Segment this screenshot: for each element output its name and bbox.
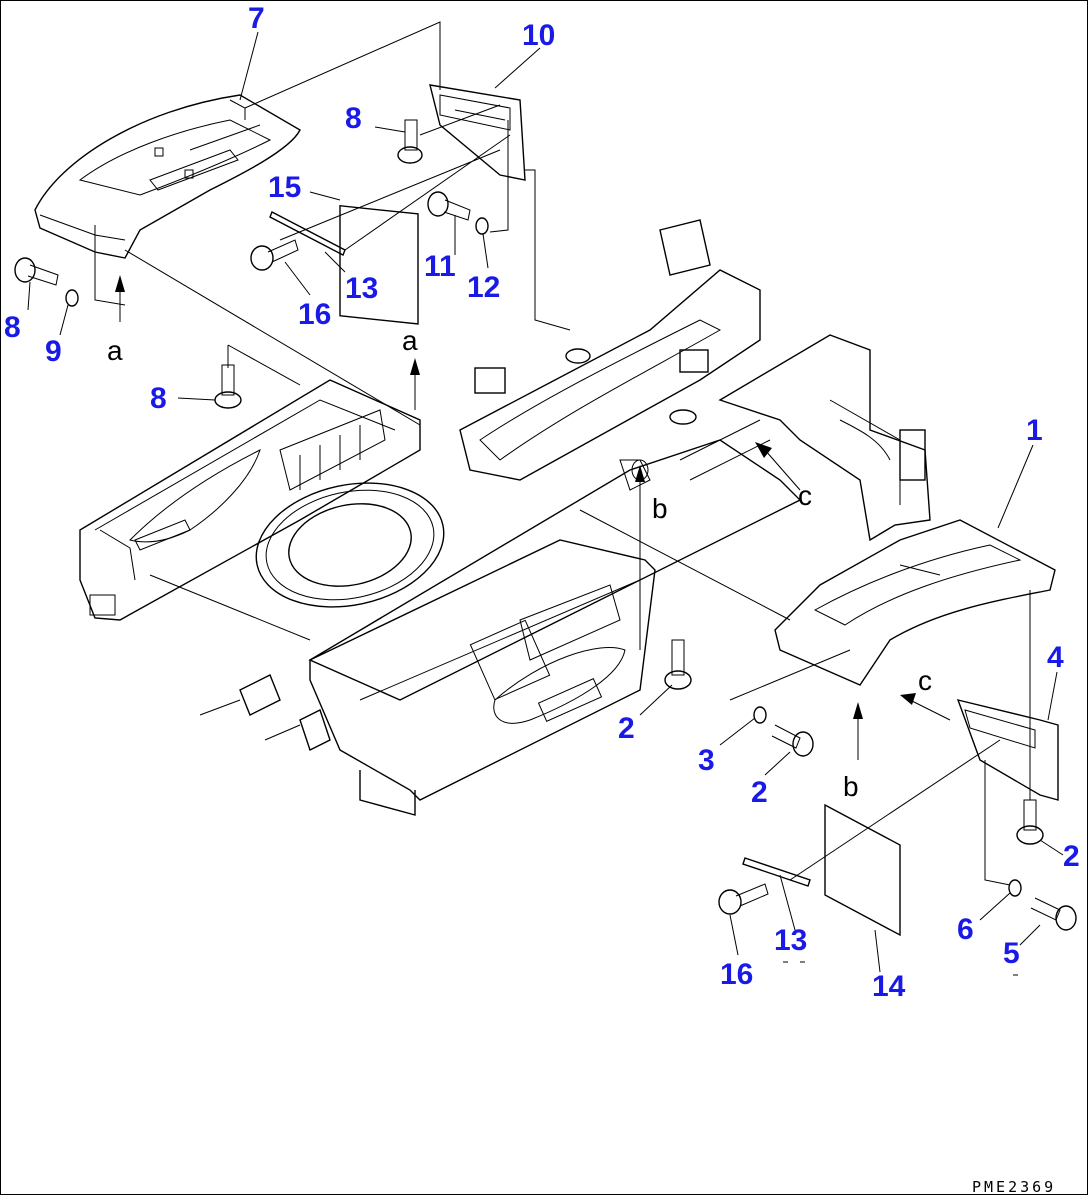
washer-part-9 bbox=[65, 289, 79, 307]
bolt-part-16-upper bbox=[250, 239, 299, 271]
view-letters: a a b b c c bbox=[107, 325, 932, 802]
part-label-14: 14 bbox=[872, 970, 906, 1003]
bolt-part-5 bbox=[1030, 897, 1077, 931]
part-label-8: 8 bbox=[4, 311, 21, 344]
part-label-8: 8 bbox=[150, 382, 167, 415]
bolt-part-8-upper bbox=[397, 119, 423, 164]
leader-lines bbox=[27, 31, 1064, 973]
part-label-16: 16 bbox=[720, 958, 753, 991]
bolt-part-8-mid bbox=[214, 364, 242, 409]
view-letter-c: c bbox=[798, 480, 812, 511]
view-arrow-a-left bbox=[115, 275, 125, 322]
view-arrow-a-center bbox=[410, 358, 420, 410]
bolt-part-16-lower bbox=[718, 883, 769, 915]
view-letter-a: a bbox=[107, 335, 123, 366]
part-label-13: 13 bbox=[345, 272, 378, 305]
washer-part-3 bbox=[753, 706, 767, 724]
part-label-6: 6 bbox=[957, 913, 974, 946]
view-letter-b: b bbox=[652, 493, 668, 524]
view-arrow-c-frame bbox=[755, 442, 801, 491]
bolt-part-2-right bbox=[1016, 799, 1044, 845]
part-label-16: 16 bbox=[298, 298, 331, 331]
part-label-9: 9 bbox=[45, 335, 62, 368]
part-label-10: 10 bbox=[522, 19, 555, 52]
part-label-1: 1 bbox=[1026, 414, 1043, 447]
part-label-12: 12 bbox=[467, 271, 500, 304]
view-letter-a: a bbox=[402, 325, 418, 356]
drawing-code: PME2369 bbox=[972, 1178, 1056, 1196]
bolt-part-11 bbox=[427, 191, 471, 221]
main-frame bbox=[79, 219, 931, 816]
part-label-3: 3 bbox=[698, 744, 715, 777]
part-label-5: 5 bbox=[1003, 937, 1020, 970]
part-label-8: 8 bbox=[345, 102, 362, 135]
bracket-part-4 bbox=[956, 699, 1059, 801]
part-label-2: 2 bbox=[618, 712, 635, 745]
view-arrow-b-right bbox=[853, 702, 863, 760]
strip-part-13a bbox=[269, 211, 346, 256]
part-label-15: 15 bbox=[268, 171, 301, 204]
part-label-2: 2 bbox=[1063, 840, 1080, 873]
assembly-lines bbox=[124, 21, 1031, 886]
plate-part-15 bbox=[339, 204, 419, 325]
part-label-13: 13 bbox=[774, 924, 807, 957]
tick-marks bbox=[783, 961, 1018, 976]
cover-part-1 bbox=[774, 519, 1056, 686]
washer-part-12 bbox=[475, 217, 489, 235]
part-label-2: 2 bbox=[751, 776, 768, 809]
bolt-part-2-center bbox=[664, 639, 692, 690]
bracket-part-10 bbox=[429, 84, 526, 181]
view-arrow-b-center bbox=[635, 465, 645, 555]
part-label-11: 11 bbox=[424, 250, 456, 283]
bolt-part-8-left bbox=[14, 257, 59, 286]
cover-part-7 bbox=[34, 94, 301, 306]
strip-part-13b bbox=[742, 857, 811, 887]
view-letter-c: c bbox=[918, 665, 932, 696]
part-label-4: 4 bbox=[1047, 641, 1064, 674]
washer-part-6 bbox=[1008, 879, 1022, 897]
view-arrow-c-right bbox=[900, 693, 951, 721]
plate-part-14 bbox=[824, 803, 901, 937]
part-label-7: 7 bbox=[248, 2, 265, 35]
view-letter-b: b bbox=[843, 771, 859, 802]
bolt-part-2-mid bbox=[771, 724, 814, 757]
part-number-labels: 7 10 8 15 11 12 16 13 8 9 8 1 4 2 3 2 2 … bbox=[4, 2, 1080, 1003]
